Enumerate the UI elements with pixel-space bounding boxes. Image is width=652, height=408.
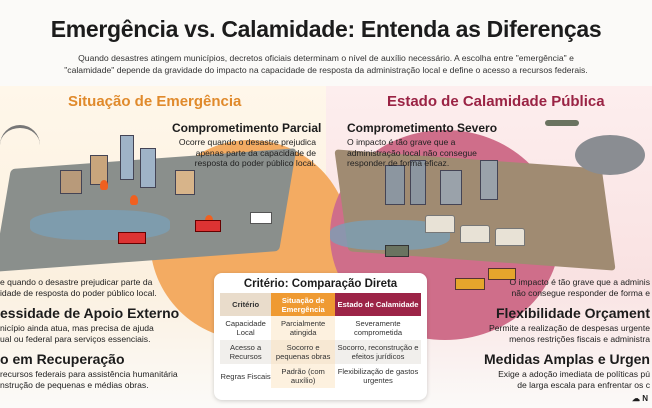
emergency-point-2-heading: essidade de Apoio Externo: [0, 305, 180, 321]
credit-text: N: [642, 394, 648, 403]
calamity-heading: Estado de Calamidade Pública: [387, 93, 605, 110]
emergency-city-illustration: [0, 110, 330, 280]
table-cell: Padrão (com auxílio): [271, 364, 336, 388]
emergency-point-3-text-a: recursos federais para assistência human…: [0, 369, 178, 379]
emergency-point-1-text-a: e quando o desastre prejudicar parte da: [0, 277, 153, 287]
page-title: Emergência vs. Calamidade: Entenda as Di…: [50, 16, 602, 42]
emergency-subtext: Ocorre quando o desastre prejudica apena…: [178, 137, 316, 168]
comparison-table-card: Critério: Comparação Direta Critério Sit…: [214, 273, 427, 400]
header-calamity: Estado de Calamidade: [335, 293, 421, 316]
table-cell: Acesso a Recursos: [220, 340, 272, 364]
emergency-point-2-text-b: ual ou federal para serviços essenciais.: [0, 334, 151, 344]
logo-icon: ☁: [631, 394, 640, 403]
table-cell: Parcialmente atingida: [271, 316, 336, 340]
calamity-subtext: O impacto é tão grave que a administraçã…: [347, 137, 477, 168]
emergency-point-2-text-a: nicípio ainda atua, mas precisa de ajuda: [0, 323, 154, 333]
table-cell: Flexibilização de gastos urgentes: [337, 367, 419, 385]
calamity-subheading: Comprometimento Severo: [347, 121, 498, 135]
comparison-table: Critério Situação de Emergência Estado d…: [220, 293, 421, 388]
table-row: Capacidade Local Parcialmente atingida S…: [220, 316, 421, 340]
emergency-point-3-heading: o em Recuperação: [0, 351, 125, 367]
calamity-point-2-text-a: Permite a realização de despesas urgente: [489, 323, 650, 333]
table-header-row: Critério Situação de Emergência Estado d…: [220, 293, 421, 316]
table-cell: Capacidade Local: [225, 319, 266, 337]
comparison-table-title: Critério: Comparação Direta: [243, 278, 398, 290]
emergency-point-1-text-b: idade de resposta do poder público local…: [0, 288, 157, 298]
table-cell: Socorro e pequenas obras: [271, 340, 336, 364]
calamity-point-3-text-b: de larga escala para enfrentar os c: [517, 380, 650, 390]
calamity-point-1-text-b: não consegue responder de forma e: [511, 288, 650, 298]
page-subtitle: Quando desastres atingem municípios, dec…: [64, 53, 588, 75]
table-cell: Socorro, reconstrução e efeitos jurídico…: [335, 340, 421, 364]
calamity-point-3-text-a: Exige a adoção imediata de políticas pú: [498, 369, 650, 379]
emergency-subheading: Comprometimento Parcial: [172, 121, 322, 135]
emergency-point-3-text-b: nstrução de pequenas e médias obras.: [0, 380, 149, 390]
credit-logo: ☁ N: [632, 394, 648, 403]
table-row: Acesso a Recursos Socorro e pequenas obr…: [220, 340, 421, 364]
table-row: Regras Fiscais Padrão (com auxílio) Flex…: [220, 364, 421, 388]
calamity-point-3-heading: Medidas Amplas e Urgen: [484, 351, 650, 367]
calamity-city-illustration: [330, 110, 650, 290]
header-emergency: Situação de Emergência: [271, 293, 336, 316]
calamity-point-2-heading: Flexibilidade Orçament: [495, 305, 650, 321]
table-cell: Regras Fiscais: [220, 371, 271, 381]
header-criterion: Critério: [220, 293, 272, 316]
calamity-point-1-text-a: O impacto é tão grave que a adminis: [509, 277, 650, 287]
emergency-heading: Situação de Emergência: [68, 93, 242, 110]
calamity-point-2-text-b: menos restrições fiscais e administra: [509, 334, 650, 344]
table-cell: Severamente comprometida: [353, 319, 403, 337]
